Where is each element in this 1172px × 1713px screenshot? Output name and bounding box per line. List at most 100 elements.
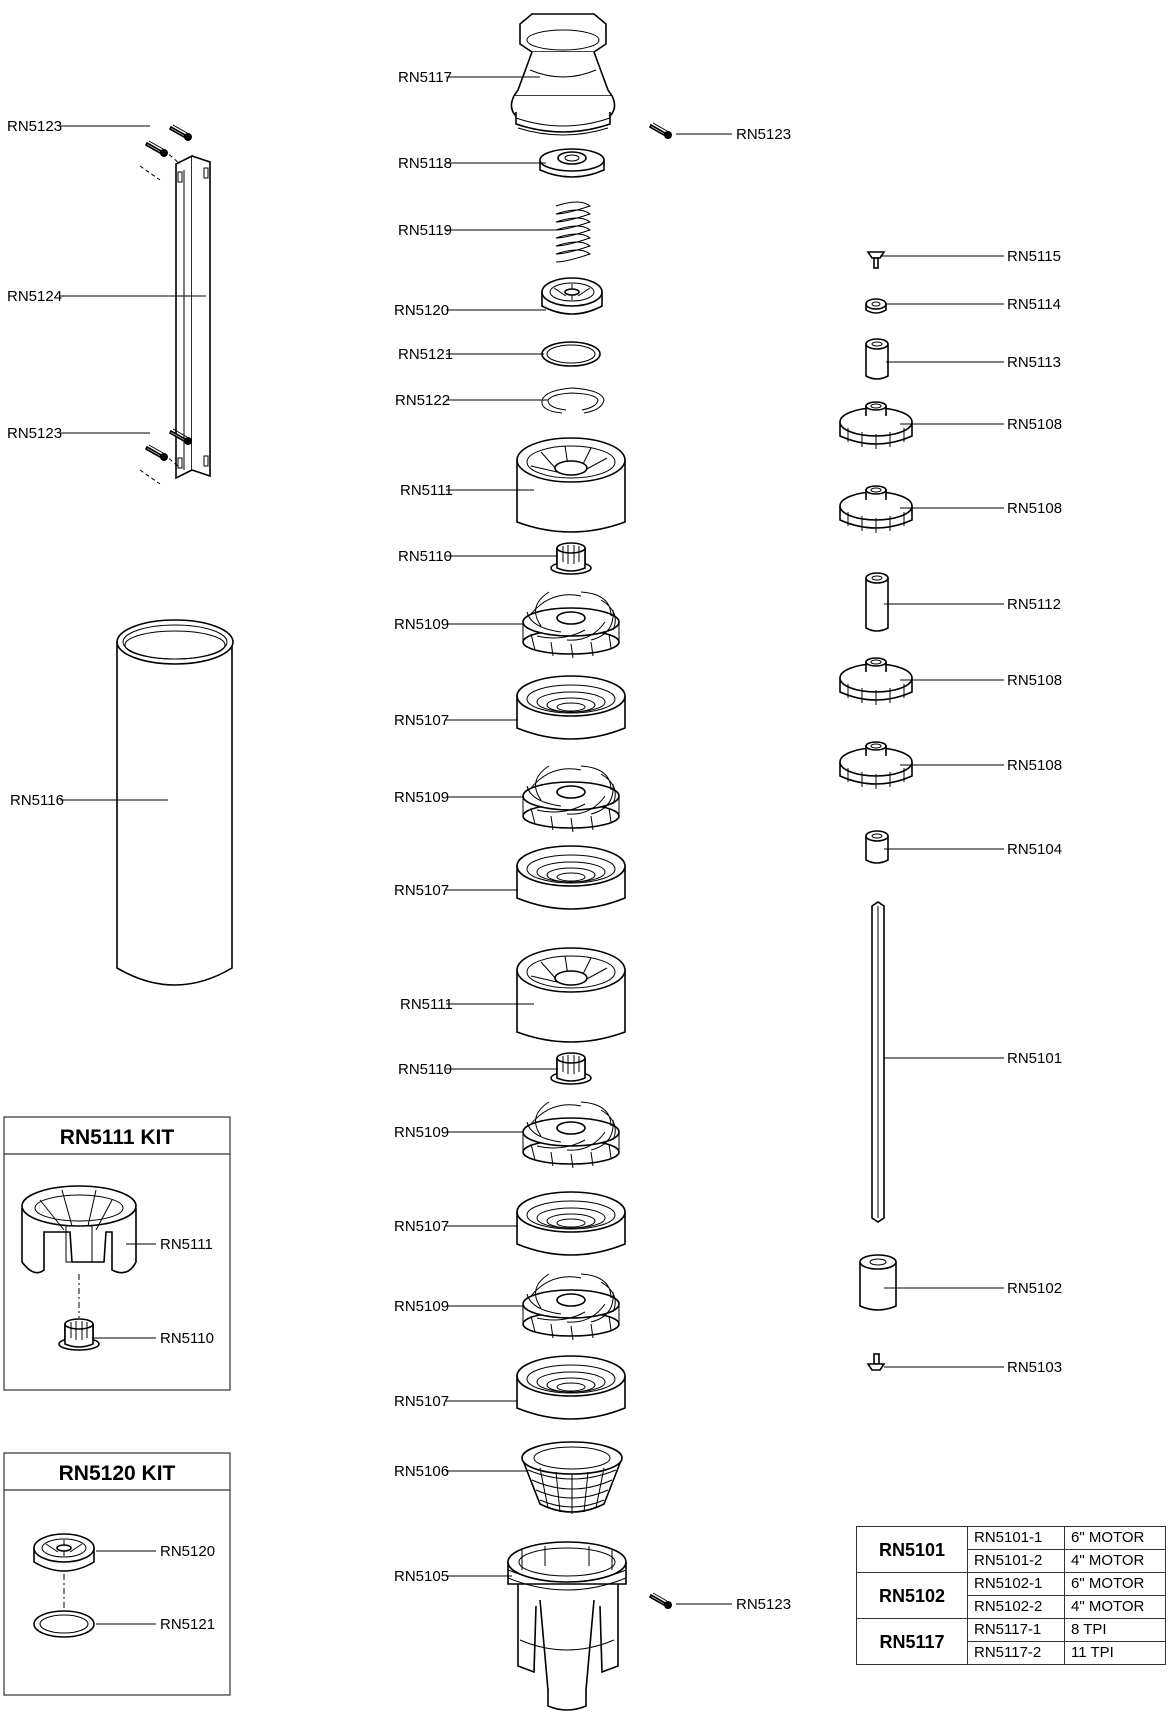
sleeve-rn5112	[865, 572, 889, 632]
callout-rn5105: RN5105	[394, 1568, 449, 1585]
intake-rn5105	[507, 1541, 627, 1711]
bowl-rn5107-c	[516, 1191, 626, 1256]
strainer-rn5106	[521, 1441, 623, 1514]
table-cell-desc: 11 TPI	[1064, 1641, 1166, 1665]
screw-rn5123-top	[649, 122, 673, 140]
table-cell-code: RN5102-2	[967, 1595, 1065, 1619]
callout-rn5115: RN5115	[1007, 248, 1061, 265]
screw-rn5123-b	[145, 140, 169, 158]
callout-rn5107-a: RN5107	[394, 712, 449, 729]
table-cell-desc: 6" MOTOR	[1064, 1572, 1166, 1596]
table-cell-code: RN5102-1	[967, 1572, 1065, 1596]
leaders-right	[880, 255, 1004, 1368]
kit-rn5111-label-bottom: RN5110	[160, 1330, 214, 1347]
callout-rn5107-d: RN5107	[394, 1393, 449, 1410]
table-cell-code: RN5101-2	[967, 1549, 1065, 1573]
callout-rn5113: RN5113	[1007, 354, 1061, 371]
table-row: RN5117-2 11 TPI	[857, 1641, 1166, 1665]
callout-rn5110-b: RN5110	[398, 1061, 452, 1078]
callout-rn5101: RN5101	[1007, 1050, 1062, 1067]
callout-rn5103: RN5103	[1007, 1359, 1062, 1376]
callout-rn5106: RN5106	[394, 1463, 449, 1480]
bearing-rn5110-a	[550, 542, 592, 575]
callout-rn5112: RN5112	[1007, 596, 1061, 613]
screw-rn5123-bottom	[649, 1592, 673, 1610]
callout-rn5123-top-right: RN5123	[736, 126, 791, 143]
table-row: RN5117 RN5117-1 8 TPI	[856, 1618, 1166, 1665]
callout-rn5121: RN5121	[398, 346, 453, 363]
o-ring-rn5121	[541, 341, 601, 367]
snap-ring-rn5122	[541, 387, 605, 414]
callout-rn5118: RN5118	[398, 155, 452, 172]
kit-rn5120-label-top: RN5120	[160, 1543, 215, 1560]
kit-rn5120-title: RN5120 KIT	[59, 1462, 176, 1485]
callout-rn5108-d: RN5108	[1007, 757, 1062, 774]
callout-rn5111-b: RN5111	[400, 996, 453, 1013]
variants-table: RN5101 RN5101-1 6" MOTOR RN5101-2 4" MOT…	[856, 1526, 1166, 1665]
table-row: RN5102-2 4" MOTOR	[857, 1595, 1166, 1619]
table-cell-part: RN5117	[856, 1618, 968, 1665]
callout-rn5102: RN5102	[1007, 1280, 1062, 1297]
table-cell-code: RN5117-2	[967, 1641, 1065, 1665]
callout-rn5123-left-top: RN5123	[7, 118, 62, 135]
kit-rn5120-box	[3, 1452, 231, 1696]
sleeve-rn5104	[865, 830, 889, 864]
screw-rn5123-a	[169, 124, 193, 142]
kit-rn5111-diffuser-cutaway	[21, 1185, 137, 1274]
bracket-rn5124	[175, 154, 211, 480]
callout-rn5108-c: RN5108	[1007, 672, 1062, 689]
kit-rn5120-label-bottom: RN5121	[160, 1616, 215, 1633]
sleeve-rn5113	[865, 338, 889, 380]
coupling-rn5102	[859, 1254, 897, 1311]
kit-rn5111-bearing	[58, 1318, 100, 1351]
callout-rn5107-c: RN5107	[394, 1218, 449, 1235]
diffuser-rn5111-b	[516, 947, 626, 1043]
callout-rn5114: RN5114	[1007, 296, 1061, 313]
hub-rn5108-b	[839, 485, 913, 534]
table-cell-part: RN5101	[856, 1526, 968, 1573]
impeller-rn5109-b	[522, 765, 620, 833]
callout-rn5109-b: RN5109	[394, 789, 449, 806]
kit-rn5111-title: RN5111 KIT	[60, 1126, 175, 1149]
table-cell-code: RN5101-1	[967, 1526, 1065, 1550]
spring-rn5119	[555, 201, 592, 263]
leaders-left	[60, 125, 206, 801]
table-row: RN5102 RN5102-1 6" MOTOR	[856, 1572, 1166, 1619]
impeller-rn5109-c	[522, 1101, 620, 1169]
bowl-rn5107-b	[516, 845, 626, 910]
callout-rn5110-a: RN5110	[398, 548, 452, 565]
callout-rn5108-a: RN5108	[1007, 416, 1062, 433]
kit-rn5120-o-ring	[33, 1610, 95, 1638]
table-cell-desc: 6" MOTOR	[1064, 1526, 1166, 1550]
table-row: RN5101 RN5101-1 6" MOTOR	[856, 1526, 1166, 1573]
discharge-head-rn5117	[510, 13, 616, 136]
valve-spider-rn5120	[541, 277, 603, 315]
shaft-rn5101	[871, 901, 885, 1223]
hub-rn5108-c	[839, 657, 913, 706]
screw-rn5103	[866, 1353, 886, 1371]
callout-rn5120: RN5120	[394, 302, 449, 319]
leaders-center	[446, 76, 732, 1605]
callout-rn5109-c: RN5109	[394, 1124, 449, 1141]
callout-rn5109-d: RN5109	[394, 1298, 449, 1315]
table-cell-desc: 4" MOTOR	[1064, 1549, 1166, 1573]
check-valve-seat-rn5118	[539, 148, 605, 178]
table-row: RN5101-2 4" MOTOR	[857, 1549, 1166, 1573]
washer-rn5114	[865, 298, 887, 314]
callout-rn5123-bottom-right: RN5123	[736, 1596, 791, 1613]
callout-rn5119: RN5119	[398, 222, 452, 239]
callout-rn5111-a: RN5111	[400, 482, 453, 499]
screw-rn5115	[866, 251, 886, 269]
table-cell-code: RN5117-1	[967, 1618, 1065, 1642]
callout-rn5107-b: RN5107	[394, 882, 449, 899]
callout-rn5116: RN5116	[10, 792, 64, 809]
bowl-rn5107-a	[516, 675, 626, 740]
callout-rn5122: RN5122	[395, 392, 450, 409]
kit-rn5111-box	[3, 1116, 231, 1391]
table-cell-desc: 8 TPI	[1064, 1618, 1166, 1642]
callout-rn5108-b: RN5108	[1007, 500, 1062, 517]
table-cell-desc: 4" MOTOR	[1064, 1595, 1166, 1619]
callout-rn5117: RN5117	[398, 69, 452, 86]
callout-rn5104: RN5104	[1007, 841, 1062, 858]
kit-rn5120-spider	[33, 1533, 95, 1572]
